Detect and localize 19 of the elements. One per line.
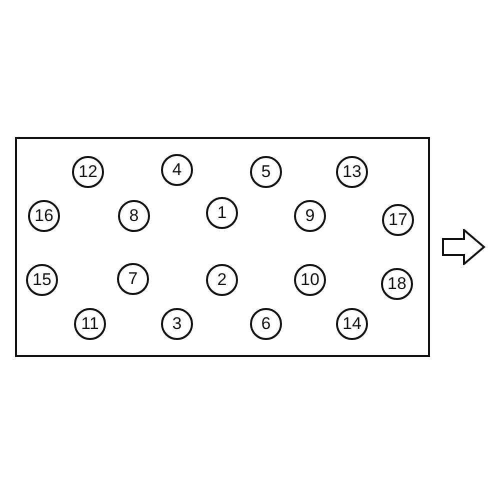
numbered-circle: 4 xyxy=(161,154,193,186)
numbered-circle: 17 xyxy=(382,204,414,236)
numbered-circle: 18 xyxy=(381,268,413,300)
numbered-circle: 2 xyxy=(206,264,238,296)
numbered-circle: 3 xyxy=(161,308,193,340)
numbered-circle: 11 xyxy=(74,308,106,340)
numbered-circle: 8 xyxy=(118,200,150,232)
numbered-circle: 1 xyxy=(206,197,238,229)
numbered-circle: 9 xyxy=(294,200,326,232)
outline-rectangle xyxy=(15,137,430,357)
numbered-circle: 6 xyxy=(250,308,282,340)
numbered-circle: 15 xyxy=(26,264,58,296)
numbered-circle: 16 xyxy=(28,200,60,232)
numbered-circle: 14 xyxy=(336,308,368,340)
numbered-circle: 7 xyxy=(117,263,149,295)
numbered-circle: 13 xyxy=(336,156,368,188)
numbered-circle: 12 xyxy=(72,156,104,188)
numbered-circle: 10 xyxy=(294,264,326,296)
numbered-circle: 5 xyxy=(250,156,282,188)
